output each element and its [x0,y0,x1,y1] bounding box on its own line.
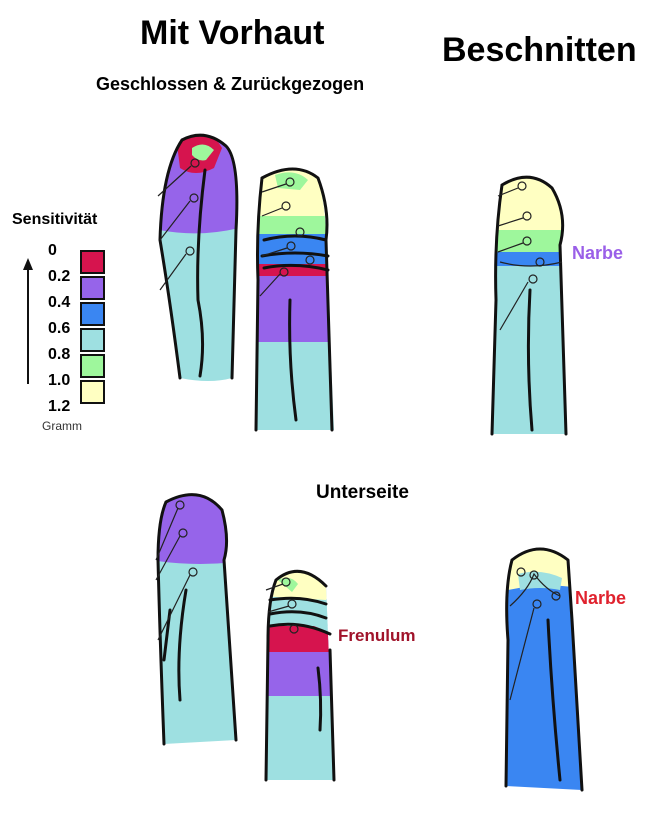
legend-swatch-0 [80,250,105,274]
legend-swatch-2 [80,302,105,326]
legend-swatch-4 [80,354,105,378]
section-title-underside: Unterseite [316,482,409,503]
legend-swatch-5 [80,380,105,404]
frenulum-label: Frenulum [338,626,416,645]
figure-underside-circumcised [506,549,582,790]
figure-retracted [256,169,334,430]
legend-tick-5: 1.0 [48,372,71,389]
scar-label-bottom: Narbe [575,588,627,608]
legend-tick-2: 0.4 [48,294,71,311]
legend-arrow [23,258,33,384]
legend-unit: Gramm [42,419,82,433]
legend-tick-6: 1.2 [48,398,71,415]
legend-tick-0: 0 [48,242,57,259]
legend-swatch-1 [80,276,105,300]
legend-title: Sensitivität [12,211,98,228]
subtitle-closed-retracted: Geschlossen & Zurückgezogen [96,74,365,94]
legend-swatch-3 [80,328,105,352]
legend-tick-4: 0.8 [48,346,71,363]
title-circumcised: Beschnitten [442,31,637,69]
figure-underside-foreskin [158,494,236,744]
scar-label-top: Narbe [572,243,624,263]
title-with-foreskin: Mit Vorhaut [140,14,325,52]
legend-tick-1: 0.2 [48,268,71,285]
legend-tick-3: 0.6 [48,320,71,337]
